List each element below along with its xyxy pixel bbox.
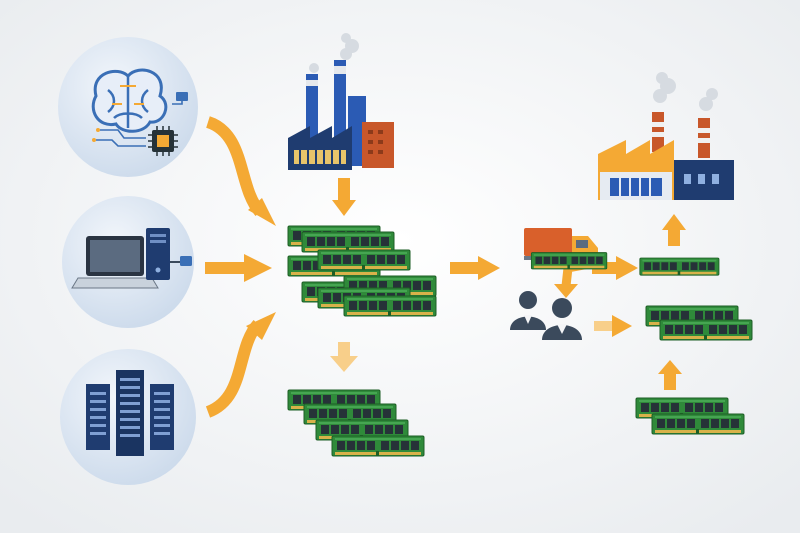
arrowhead-factory xyxy=(662,214,686,230)
smoke-icon xyxy=(653,72,718,111)
factory-icon xyxy=(598,112,734,200)
ram-module xyxy=(639,257,720,276)
smoke-icon xyxy=(309,33,359,73)
chip-icon xyxy=(148,126,178,156)
ram-modules-stack-icon xyxy=(645,305,753,341)
ram-module xyxy=(343,295,437,317)
ram-module xyxy=(651,413,745,435)
ram-module xyxy=(301,231,395,253)
arrowhead-logistics xyxy=(478,256,500,280)
arrowhead-fab xyxy=(332,200,356,216)
circuit-traces-icon xyxy=(92,92,188,147)
semiconductor-fab-icon xyxy=(288,60,394,170)
ram-module xyxy=(659,319,753,341)
laptop-icon xyxy=(71,236,159,289)
arrow-ai-to-memory xyxy=(205,116,265,217)
ram-module xyxy=(317,249,411,271)
arrowhead-buyers xyxy=(612,315,632,337)
brain-icon xyxy=(91,68,168,133)
arrow-datacenter-to-memory xyxy=(205,319,263,418)
desktop-tower-icon xyxy=(146,228,170,280)
demand-ai-node xyxy=(58,37,198,177)
ram-module xyxy=(331,435,425,457)
customer-factory-node xyxy=(598,72,734,200)
demand-pc-node xyxy=(62,196,194,328)
ram-module xyxy=(530,252,608,270)
arrowhead-datacenter xyxy=(246,312,276,340)
demand-datacenter-node xyxy=(60,349,196,485)
chip-fab-node xyxy=(288,33,394,170)
flow-arrowheads xyxy=(244,198,686,374)
arrowhead-pc xyxy=(244,254,272,282)
buyers-node xyxy=(510,291,582,340)
faded-arrows xyxy=(330,315,632,372)
arrowhead-bottom xyxy=(658,360,682,374)
usb-plug-icon xyxy=(170,256,192,266)
server-rack-icon xyxy=(86,370,174,456)
business-people-icon xyxy=(510,291,582,340)
arrowhead-to-allocated xyxy=(616,256,638,280)
ram-modules-stack-icon xyxy=(635,397,745,435)
arrowhead-ai xyxy=(248,198,276,226)
arrowhead-reserve xyxy=(330,356,358,372)
